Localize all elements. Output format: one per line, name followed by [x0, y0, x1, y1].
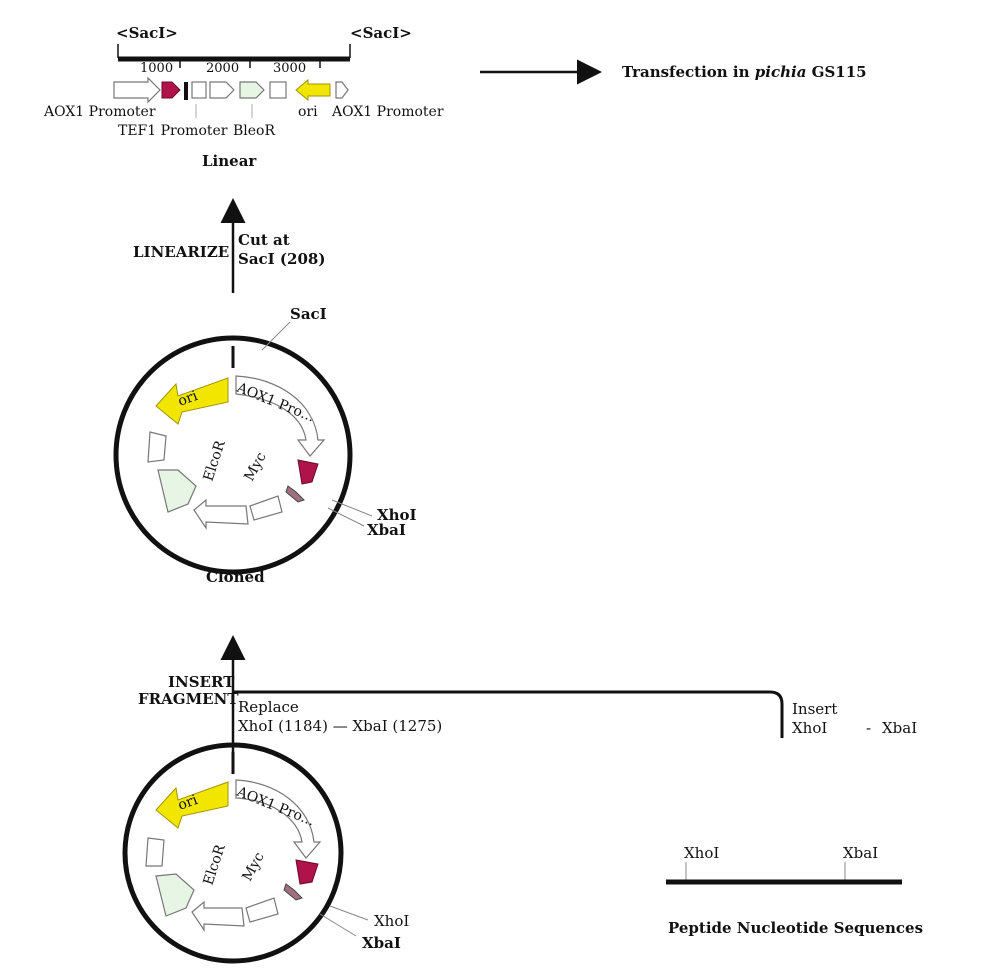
cloned-plasmid: SacI ori AOX1 Pro... Myc ElcoR XhoI XbaI…: [113, 305, 417, 586]
linear-left-saci-label: <SacI>: [116, 24, 178, 42]
peptide-xbai-label: XbaI: [843, 844, 878, 862]
aox1-promoter-right-label: AOX1 Promoter: [331, 104, 444, 120]
insert-dash-label: -: [866, 719, 871, 737]
cut-at-label: Cut at: [238, 231, 290, 249]
tef1-promoter-arrow: [161, 81, 181, 99]
peptide-caption: Peptide Nucleotide Sequences: [668, 919, 923, 937]
insert-xhoi-label: XhoI: [792, 719, 827, 737]
ori-linear-arrow: [295, 78, 331, 102]
cloned-myc-label: Myc: [241, 450, 269, 484]
cloned-xhoi-label: XhoI: [377, 506, 417, 524]
ori-linear-label: ori: [298, 104, 318, 120]
linear-feature-box-3: [269, 81, 287, 99]
vector-backbone-arrow-2: [191, 900, 245, 932]
linearize-label: LINEARIZE: [133, 243, 229, 261]
bleor-label: BleoR: [233, 123, 275, 139]
aox1-promoter-right-arrow: [335, 81, 349, 99]
vector-ori-arrow: [155, 781, 229, 829]
cloned-aox1-arrow: [235, 375, 326, 457]
tef1-promoter-label: TEF1 Promoter: [118, 123, 228, 139]
vector-marker-arrow: [155, 873, 195, 917]
transfection-label-suffix: GS115: [806, 63, 866, 81]
linear-feature-arrow-2: [209, 81, 235, 99]
linear-right-saci-label: <SacI>: [350, 24, 412, 42]
cut-site-label: SacI (208): [238, 250, 325, 268]
insert-line1: Insert: [792, 700, 837, 718]
vector-xhoi-leader: [329, 905, 369, 921]
vector-elcor-label: ElcoR: [201, 842, 229, 887]
vector-xbai-leader: [319, 913, 357, 937]
cloned-marker-arrow: [157, 469, 197, 513]
linear-map: <SacI> <SacI> 1000 2000 3000 AOX1 Promot…: [43, 24, 444, 170]
insert-connector: [233, 690, 784, 738]
transfection-label: Transfection in pichia GS115: [622, 63, 867, 81]
cloned-saci-leader: [261, 321, 291, 351]
scale-label-2000: 2000: [206, 61, 239, 76]
cloned-backbone-box-3: [249, 495, 283, 521]
linear-caption: Linear: [202, 152, 257, 170]
vector-plasmid-ring: [122, 742, 344, 964]
vector-myc-label: Myc: [239, 850, 267, 884]
vector-promoter-arrow: [295, 859, 319, 885]
peptide-fragment: XhoI XbaI Peptide Nucleotide Sequences: [666, 844, 923, 937]
cloned-xbai-leader: [327, 507, 365, 527]
scale-label-1000: 1000: [140, 61, 173, 76]
vector-backbone-box-1: [145, 837, 165, 867]
aox1-promoter-left-arrow: [113, 76, 161, 104]
cloned-promoter-arrow: [297, 459, 319, 485]
vector-ori-label: ori: [176, 792, 200, 814]
transfection-label-italic: pichia: [755, 63, 807, 81]
cloned-backbone-box-1: [147, 431, 167, 463]
cloned-ori-arrow: [155, 377, 229, 425]
cloned-myc-mark: [285, 485, 305, 503]
vector-myc-mark: [283, 883, 303, 901]
tef1-marker-bar: [184, 82, 188, 100]
insert-action-line2: FRAGMENT: [138, 690, 239, 708]
cloned-caption: Cloned: [206, 568, 265, 586]
replace-line1: Replace: [238, 698, 299, 716]
vector-xhoi-label: XhoI: [374, 912, 409, 930]
insert-xbai-label: XbaI: [882, 719, 917, 737]
cloned-backbone-arrow-2: [193, 498, 249, 530]
linear-feature-box-1: [191, 81, 207, 99]
cloned-elcor-label: ElcoR: [201, 438, 229, 483]
cloned-saci-label: SacI: [290, 305, 327, 323]
bleor-arrow: [239, 81, 265, 99]
cloned-xbai-label: XbaI: [367, 521, 406, 539]
cloned-plasmid-ring: [113, 335, 353, 575]
cloned-xhoi-leader: [331, 499, 373, 517]
scale-label-3000: 3000: [273, 61, 306, 76]
vector-plasmid: ori AOX1 Pro... Myc ElcoR XhoI XbaI: [122, 742, 409, 964]
insert-action-line1: INSERT: [168, 673, 235, 691]
replace-line2: XhoI (1184) — XbaI (1275): [238, 717, 442, 735]
vector-backbone-box-3: [245, 897, 279, 923]
peptide-xhoi-label: XhoI: [684, 844, 719, 862]
aox1-promoter-left-label: AOX1 Promoter: [43, 104, 156, 120]
vector-aox1-arrow: [235, 779, 322, 859]
transfection-label-prefix: Transfection in: [622, 63, 755, 81]
vector-xbai-label: XbaI: [362, 934, 401, 952]
cloned-ori-label: ori: [176, 388, 200, 410]
